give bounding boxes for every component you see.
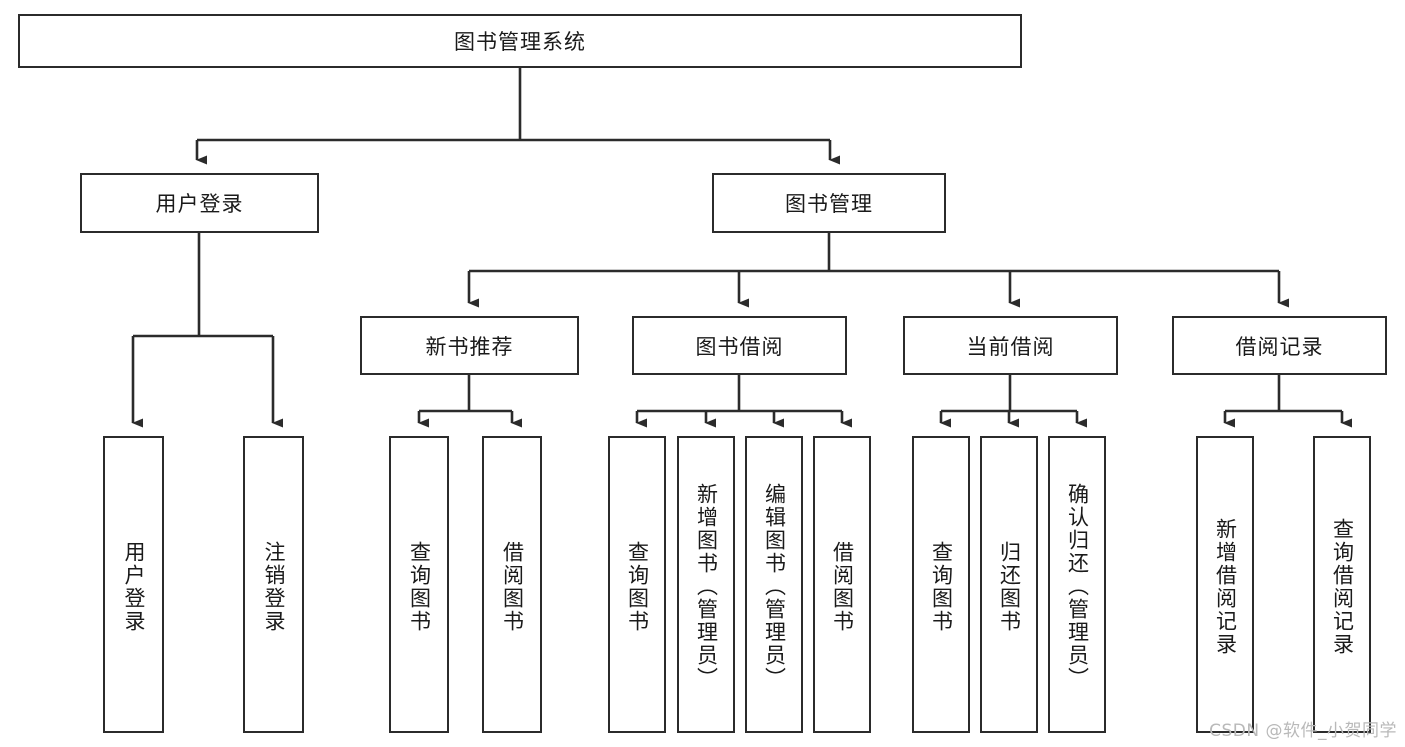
node-leaf-query-book-rec-label: 查询图书 <box>407 540 432 633</box>
node-leaf-borrow-book-label: 借阅图书 <box>830 540 855 633</box>
node-leaf-query-borrow-record[interactable]: 查询借阅记录 <box>1313 436 1371 733</box>
node-user-login-label: 用户登录 <box>155 192 244 216</box>
node-user-login[interactable]: 用户登录 <box>80 173 319 233</box>
node-leaf-query-book-current[interactable]: 查询图书 <box>912 436 970 733</box>
node-leaf-query-book-borrow-label: 查询图书 <box>625 540 650 633</box>
csdn-watermark: CSDN @软件_小贺同学 <box>1209 721 1397 741</box>
node-leaf-query-borrow-record-label: 查询借阅记录 <box>1330 517 1355 656</box>
node-current-borrow-label: 当前借阅 <box>966 334 1055 359</box>
node-leaf-add-borrow-record-label: 新增借阅记录 <box>1213 517 1238 656</box>
node-leaf-borrow-book-rec[interactable]: 借阅图书 <box>482 436 542 733</box>
node-new-book-recommend-label: 新书推荐 <box>425 334 514 359</box>
node-leaf-add-book-admin[interactable]: 新增图书（管理员） <box>677 436 735 733</box>
node-leaf-query-book-rec[interactable]: 查询图书 <box>389 436 449 733</box>
node-leaf-return-book[interactable]: 归还图书 <box>980 436 1038 733</box>
node-borrow-record[interactable]: 借阅记录 <box>1172 316 1387 375</box>
node-leaf-add-borrow-record[interactable]: 新增借阅记录 <box>1196 436 1254 733</box>
node-leaf-query-book-current-label: 查询图书 <box>929 540 954 633</box>
node-leaf-borrow-book[interactable]: 借阅图书 <box>813 436 871 733</box>
node-leaf-edit-book-admin-label: 编辑图书（管理员） <box>762 483 787 690</box>
node-leaf-user-login[interactable]: 用户登录 <box>103 436 164 733</box>
node-leaf-borrow-book-rec-label: 借阅图书 <box>500 540 525 633</box>
node-leaf-return-book-label: 归还图书 <box>997 540 1022 633</box>
node-borrow-record-label: 借阅记录 <box>1235 334 1324 359</box>
node-current-borrow[interactable]: 当前借阅 <box>903 316 1118 375</box>
node-leaf-add-book-admin-label: 新增图书（管理员） <box>694 483 719 690</box>
node-book-manage-label: 图书管理 <box>785 192 873 216</box>
node-leaf-confirm-return-admin-label: 确认归还（管理员） <box>1065 483 1090 690</box>
node-leaf-query-book-borrow[interactable]: 查询图书 <box>608 436 666 733</box>
node-leaf-user-login-label: 用户登录 <box>122 540 146 633</box>
node-root-label: 图书管理系统 <box>454 30 586 54</box>
node-book-manage[interactable]: 图书管理 <box>712 173 946 233</box>
node-book-borrow-label: 图书借阅 <box>695 334 784 359</box>
node-leaf-confirm-return-admin[interactable]: 确认归还（管理员） <box>1048 436 1106 733</box>
node-new-book-recommend[interactable]: 新书推荐 <box>360 316 579 375</box>
node-root[interactable]: 图书管理系统 <box>18 14 1022 68</box>
node-book-borrow[interactable]: 图书借阅 <box>632 316 847 375</box>
node-leaf-user-logout-label: 注销登录 <box>262 540 286 633</box>
node-leaf-user-logout[interactable]: 注销登录 <box>243 436 304 733</box>
node-leaf-edit-book-admin[interactable]: 编辑图书（管理员） <box>745 436 803 733</box>
